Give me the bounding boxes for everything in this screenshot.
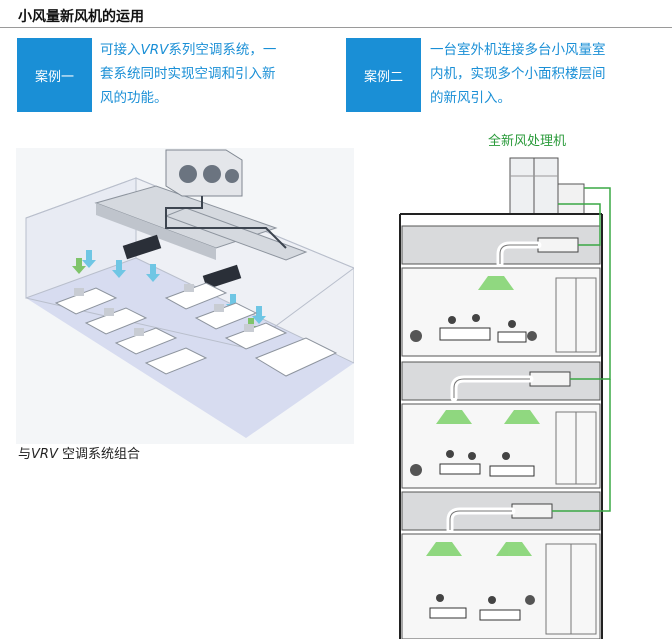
caption-post: 空调系统组合 <box>57 447 140 462</box>
caption-vrv: VRV <box>31 447 58 462</box>
rooftop-fresh-air-unit-icon <box>509 157 585 215</box>
case1-line1-post: 系列空调系统，一 <box>168 42 277 58</box>
case1-vrv: VRV <box>140 42 169 58</box>
case1-description: 可接入VRV系列空调系统，一 套系统同时实现空调和引入新 风的功能。 <box>100 38 330 110</box>
case1-line2: 套系统同时实现空调和引入新 <box>100 66 276 82</box>
case2-badge: 案例二 <box>346 38 421 112</box>
vrv-office-illustration <box>16 148 354 444</box>
left-illustration-caption: 与VRV 空调系统组合 <box>18 443 140 462</box>
case2-description: 一台室外机连接多台小风量室 内机，实现多个小面积楼层间 的新风引入。 <box>430 38 666 110</box>
case1-line1: 可接入VRV系列空调系统，一 <box>100 38 330 62</box>
caption-pre: 与 <box>18 447 32 462</box>
case1-badge: 案例一 <box>17 38 92 112</box>
multi-floor-building-illustration <box>399 157 611 639</box>
case1-line1-pre: 可接入 <box>100 42 141 58</box>
title-divider <box>0 27 672 28</box>
case1-line3: 风的功能。 <box>100 90 168 106</box>
case2-line3: 的新风引入。 <box>430 90 511 106</box>
case2-line2: 内机，实现多个小面积楼层间 <box>430 66 606 82</box>
page-title: 小风量新风机的运用 <box>18 9 144 25</box>
fresh-air-unit-label: 全新风处理机 <box>488 134 567 149</box>
outdoor-unit-icon <box>165 149 243 197</box>
case2-line1: 一台室外机连接多台小风量室 <box>430 42 606 58</box>
